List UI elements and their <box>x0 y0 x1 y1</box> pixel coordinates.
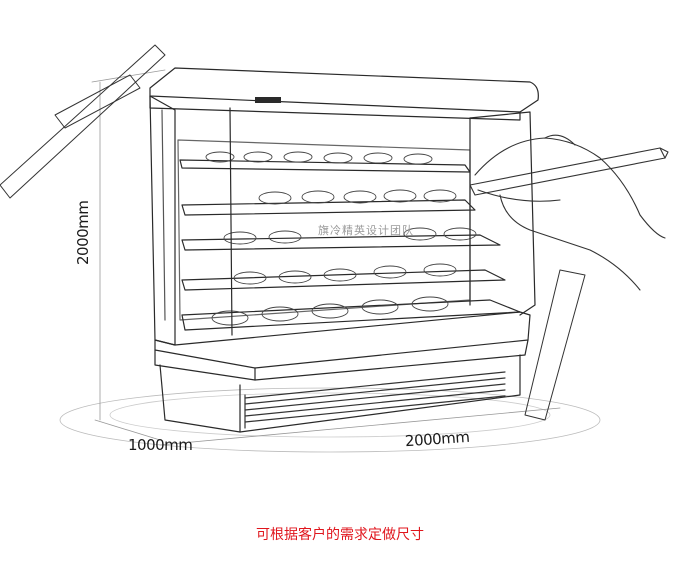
food-items <box>205 151 477 326</box>
floor-ellipse-inner <box>109 392 551 438</box>
front-bumper <box>154 311 531 369</box>
drawing-hand <box>469 134 669 291</box>
ruler-right <box>524 269 586 421</box>
vent-grille <box>244 371 506 429</box>
watermark-text: 旗冷精英设计团队 <box>318 224 414 237</box>
floor-ellipse-outer <box>59 387 601 453</box>
dimension-height-label: 2000mm <box>74 200 92 265</box>
width-guide <box>159 407 561 446</box>
dimension-depth-label: 1000mm <box>128 436 193 454</box>
side-panel-right <box>469 111 536 316</box>
canopy <box>149 67 539 113</box>
ruler-left <box>0 44 166 199</box>
custom-size-caption: 可根据客户的需求定做尺寸 <box>256 527 424 543</box>
